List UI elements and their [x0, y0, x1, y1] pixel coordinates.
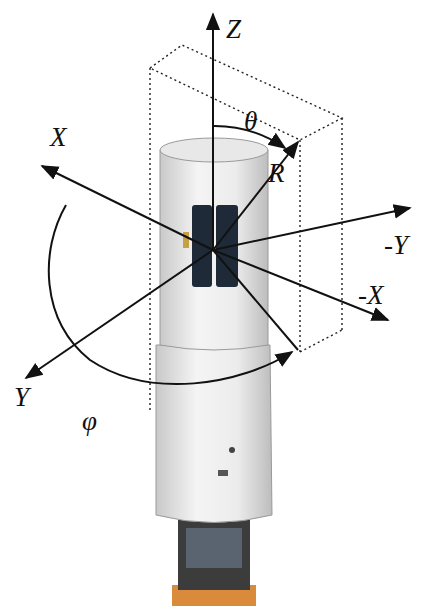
axes	[26, 14, 410, 384]
dotted-box	[150, 45, 342, 410]
axis-label: -X	[358, 282, 383, 309]
axis-label: X	[50, 124, 67, 151]
axis-label: Z	[226, 16, 241, 43]
axis-label: R	[268, 160, 285, 187]
axis-label: Y	[14, 384, 29, 411]
axis-label: θ	[244, 108, 257, 135]
axis-label: φ	[82, 408, 97, 435]
axis-label: -Y	[384, 232, 408, 259]
